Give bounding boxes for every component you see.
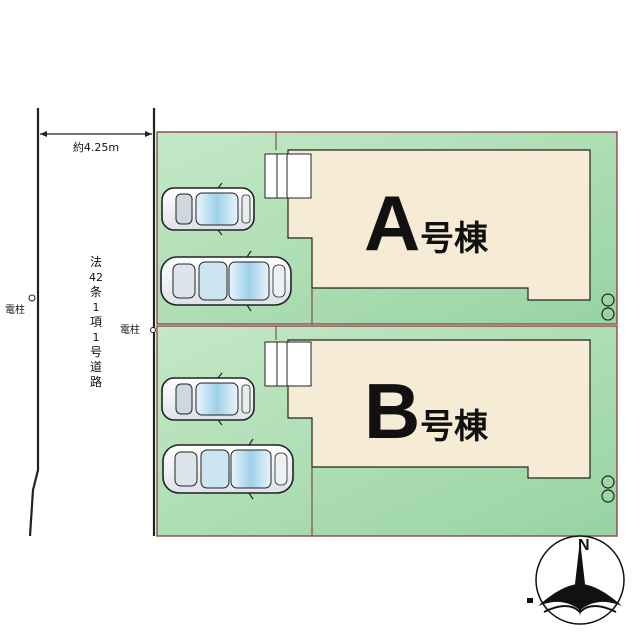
meter-icon (601, 293, 615, 307)
building-b-suffix: 号棟 (420, 407, 489, 447)
road-name: 法 42 条 1 項 1 号 道 路 (89, 255, 103, 389)
road-name-char: 項 (90, 315, 102, 329)
parking-car-b1 (161, 372, 255, 426)
road-name-char: 42 (89, 271, 103, 284)
road-name-char: 法 (90, 255, 102, 269)
parking-car-b2 (162, 438, 294, 500)
building-b-entrance-steps (264, 341, 312, 387)
utility-pole-right-icon (150, 327, 156, 333)
compass-north-label: N (578, 537, 590, 554)
building-a-letter: A (364, 179, 420, 267)
building-a-entrance-steps (264, 153, 312, 199)
north-compass-icon: N (527, 535, 625, 625)
road-name-char: 1 (93, 301, 100, 314)
utility-pole-left-icon (28, 294, 36, 302)
dimension-arrow-left (40, 131, 47, 137)
road-name-char: 条 (90, 285, 102, 299)
road-name-char: 号 (90, 345, 102, 359)
road-width-label: 約4.25m (73, 140, 119, 154)
meter-icon (601, 475, 615, 489)
meter-icon (601, 307, 615, 321)
building-b-letter: B (364, 367, 420, 455)
parking-car-a2 (160, 250, 292, 312)
parking-car-a1 (161, 182, 255, 236)
building-a-suffix: 号棟 (420, 219, 489, 259)
utility-pole-right-label: 電柱 (120, 323, 140, 336)
road-name-char: 1 (93, 331, 100, 344)
road-name-char: 道 (90, 360, 102, 374)
meter-icon (601, 489, 615, 503)
road-edge-left (28, 108, 40, 537)
building-a-footprint (287, 149, 591, 301)
road-name-char: 路 (90, 374, 102, 389)
dimension-arrow-right (145, 131, 152, 137)
utility-pole-left-label: 電柱 (5, 303, 25, 316)
building-b-footprint (287, 339, 591, 479)
